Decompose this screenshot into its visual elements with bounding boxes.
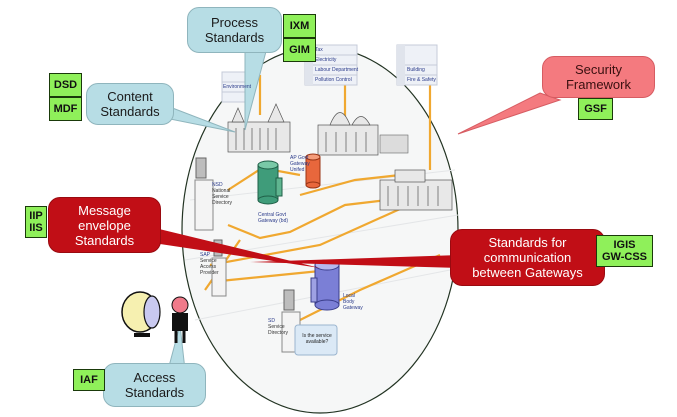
computer-icon — [121, 291, 161, 337]
person-icon — [171, 296, 189, 343]
sap-label: SAP Service Access Provider — [200, 252, 219, 276]
tag-dsd: DSD — [49, 73, 82, 97]
tag-ixm: IXM — [283, 14, 316, 38]
ap-gateway-label: AP Govt Gateway Unifed — [290, 155, 310, 173]
local-body-panel — [396, 44, 438, 86]
local-gateway-cylinder — [310, 259, 340, 311]
tag-mdf: MDF — [49, 97, 82, 121]
state-dept-items: Tax Electricity Labour Department Pollut… — [315, 47, 359, 83]
left-panel-items: Environment — [223, 84, 252, 90]
central-gateway-cylinder — [257, 160, 283, 205]
local-body-items: Building Fire & Safety — [407, 67, 436, 83]
message-pointer — [155, 228, 320, 268]
central-gateway-label: Central Govt Gateway (bd) — [258, 212, 289, 224]
building-right — [379, 169, 453, 211]
tag-gsf: GSF — [578, 98, 613, 120]
tag-iaf: IAF — [73, 369, 105, 391]
building-left — [227, 103, 291, 153]
sd-label: SD Service Directory — [268, 318, 289, 336]
speech-bubble — [294, 324, 338, 356]
speech-bubble-text: Is the service available? — [302, 333, 332, 345]
security-pointer — [457, 92, 562, 135]
state-dept-panel — [304, 44, 358, 86]
tag-gim: GIM — [283, 38, 316, 62]
nsd-label: NSD National Service Directory — [212, 182, 233, 206]
local-gateway-label: Local Body Gateway — [343, 293, 363, 311]
nsd-kiosk — [194, 157, 214, 231]
ap-gateway-cylinder — [305, 153, 321, 189]
building-back-right — [379, 134, 409, 154]
building-center — [317, 112, 379, 156]
communication-pointer — [250, 255, 460, 268]
